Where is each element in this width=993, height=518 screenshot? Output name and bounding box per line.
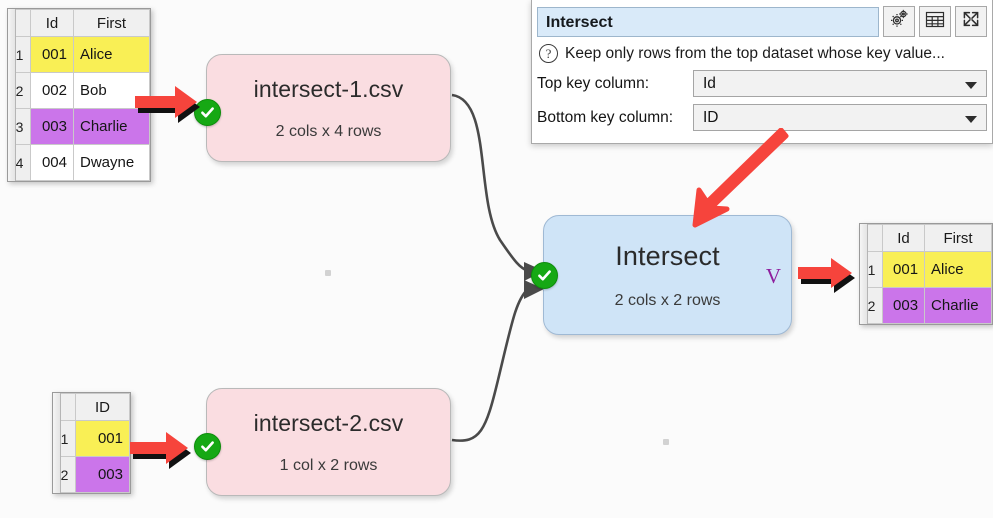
connector-intersect1-to-op (451, 93, 529, 273)
question-icon[interactable]: ? (539, 44, 558, 63)
cell-first[interactable]: Alice (73, 36, 150, 73)
table-row[interactable]: 4 004 Dwayne (8, 144, 150, 181)
bottom-key-column-label: Bottom key column: (537, 108, 674, 126)
cell-first[interactable]: Charlie (73, 108, 150, 145)
node-subtitle: 2 cols x 2 rows (614, 291, 721, 309)
table-icon (925, 11, 945, 33)
table-header-row: Id First (860, 224, 992, 252)
top-key-column-value: Id (703, 74, 716, 92)
table-row[interactable]: 1 001 (53, 420, 130, 457)
cell-first[interactable]: Charlie (924, 287, 992, 324)
node-intersect-operation[interactable]: Intersect 2 cols x 2 rows V (531, 215, 792, 335)
settings-button[interactable] (883, 6, 915, 37)
grid-button[interactable] (919, 6, 951, 37)
column-header-id[interactable]: Id (881, 224, 926, 252)
column-header-id[interactable]: Id (30, 9, 74, 37)
chevron-down-icon (965, 81, 977, 89)
cell-id[interactable]: 003 (881, 287, 926, 324)
node-intersect-2-csv[interactable]: intersect-2.csv 1 col x 2 rows (194, 388, 451, 496)
node-subtitle: 2 cols x 4 rows (275, 122, 382, 140)
table-left-rail (860, 224, 868, 324)
annotation-arrow-to-intersect (692, 128, 789, 228)
node-title: intersect-1.csv (253, 75, 404, 102)
column-header-first[interactable]: First (73, 9, 150, 37)
table-left-rail (8, 9, 16, 181)
table-header-row: ID (53, 393, 130, 421)
table-row[interactable]: 2 002 Bob (8, 72, 150, 109)
node-status-ok-icon[interactable] (531, 262, 558, 289)
node-title: intersect-2.csv (253, 409, 404, 436)
cell-first[interactable]: Dwayne (73, 144, 150, 181)
cell-id[interactable]: 001 (881, 251, 926, 288)
node-version-badge[interactable]: V (765, 264, 781, 288)
top-key-column-row: Top key column: Id (537, 70, 987, 97)
maximize-button[interactable] (955, 6, 987, 37)
node-title: Intersect (615, 240, 720, 271)
item-name-input[interactable]: Intersect (537, 6, 879, 37)
table-bottom-left-input[interactable]: ID 1 001 2 003 (52, 392, 131, 494)
cell-id[interactable]: 001 (30, 36, 74, 73)
column-header-first[interactable]: First (924, 224, 992, 252)
canvas-grid-dot (663, 439, 669, 445)
cell-id[interactable]: 004 (30, 144, 74, 181)
cell-first[interactable]: Alice (924, 251, 992, 288)
table-right-output[interactable]: Id First 1 001 Alice 2 003 Charlie (859, 223, 993, 325)
table-left-rail (53, 393, 61, 493)
chevron-down-icon (965, 115, 977, 123)
table-row[interactable]: 1 001 Alice (860, 251, 992, 288)
help-hint-row: ? Keep only rows from the top dataset wh… (537, 44, 987, 63)
column-header-id[interactable]: ID (75, 393, 130, 421)
canvas-grid-dot (325, 270, 331, 276)
gears-icon (889, 9, 909, 34)
cell-id[interactable]: 003 (30, 108, 74, 145)
cursor-arrow-bottom-left (130, 432, 191, 469)
bottom-key-column-row: Bottom key column: ID (537, 104, 987, 131)
cursor-arrow-top-left (135, 86, 200, 123)
cell-id[interactable]: 002 (30, 72, 74, 109)
top-key-column-label: Top key column: (537, 74, 649, 92)
bottom-key-column-value: ID (703, 108, 719, 126)
connector-intersect2-to-op (451, 288, 529, 442)
cursor-arrow-output (798, 258, 855, 293)
cell-id[interactable]: 003 (75, 456, 130, 493)
node-status-ok-icon[interactable] (194, 433, 221, 460)
table-row[interactable]: 1 001 Alice (8, 36, 150, 73)
panel-title-row: Intersect (537, 6, 987, 37)
top-key-column-select[interactable]: Id (693, 70, 987, 97)
cell-id[interactable]: 001 (75, 420, 130, 457)
node-status-ok-icon[interactable] (194, 99, 221, 126)
table-row[interactable]: 2 003 (53, 456, 130, 493)
bottom-key-column-select[interactable]: ID (693, 104, 987, 131)
node-intersect-1-csv[interactable]: intersect-1.csv 2 cols x 4 rows (194, 54, 451, 162)
properties-panel[interactable]: Intersect (531, 0, 993, 144)
table-top-left-input[interactable]: Id First 1 001 Alice 2 002 Bob 3 003 (7, 8, 151, 182)
table-row[interactable]: 2 003 Charlie (860, 287, 992, 324)
expand-icon (961, 9, 981, 34)
help-text: Keep only rows from the top dataset whos… (565, 44, 945, 62)
connector-arrowhead-bottom (524, 280, 544, 299)
node-subtitle: 1 col x 2 rows (279, 456, 378, 474)
table-header-row: Id First (8, 9, 150, 37)
table-row[interactable]: 3 003 Charlie (8, 108, 150, 145)
